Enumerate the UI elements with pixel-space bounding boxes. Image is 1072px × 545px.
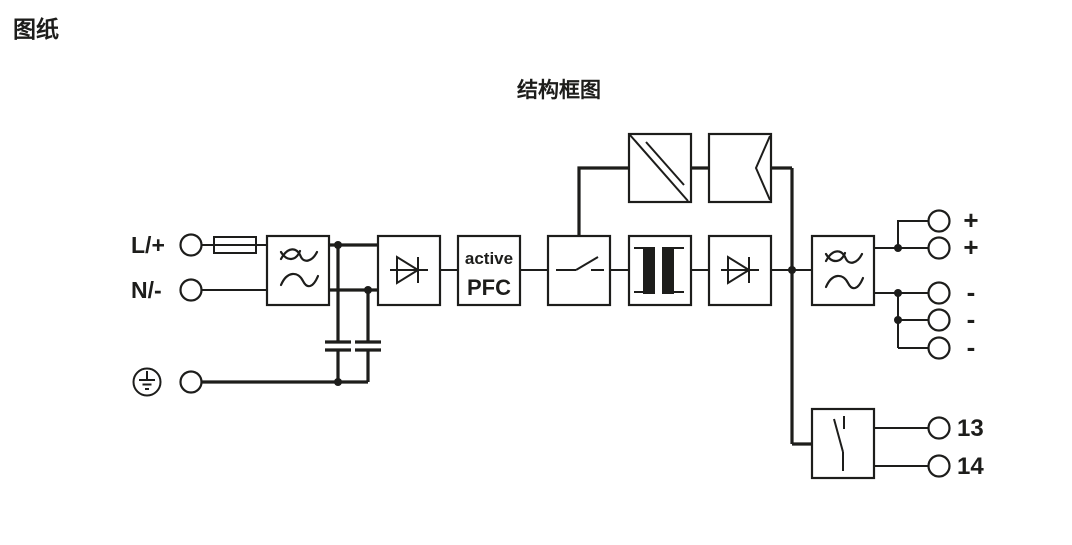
junction-dot: [894, 244, 902, 252]
transformer-core-icon: [662, 247, 674, 294]
output-terminals: [927, 209, 951, 478]
terminal-minus: [927, 336, 951, 360]
pfc-label-line2: PFC: [467, 275, 511, 300]
output-minus-label: -: [967, 332, 976, 362]
junction-dot: [788, 266, 796, 274]
fuse: [213, 236, 257, 254]
input-emi-filter-block: [265, 234, 331, 307]
switch-blade: [575, 256, 599, 271]
signal-relay-block: [810, 407, 876, 480]
relay-contact-13-label: 13: [957, 415, 984, 442]
secondary-rectifier-block: [707, 234, 773, 307]
output-plus-label: +: [963, 205, 978, 235]
wire: [897, 220, 928, 248]
sine-icon: [824, 274, 865, 290]
terminal-relay-14: [927, 454, 951, 478]
earth-circle: [132, 367, 162, 397]
emi-filter-sine-icon: [279, 249, 302, 261]
junction-dot: [894, 316, 902, 324]
relay-contact-14-label: 14: [957, 453, 984, 480]
output-filter-block: [810, 234, 876, 307]
sine-icon: [279, 272, 320, 288]
line-input-label: L/+: [131, 232, 165, 258]
bridge-rectifier-block: [376, 234, 442, 307]
protective-earth-icon: [132, 367, 162, 397]
wire: [577, 166, 629, 236]
chevron-feedback-icon: [754, 135, 771, 201]
capacitor-1: [325, 340, 351, 352]
terminal-minus: [927, 308, 951, 332]
output-minus-label: -: [967, 304, 976, 334]
page-heading: 图纸: [13, 16, 59, 42]
transformer-core-icon: [643, 247, 655, 294]
diode-triangle: [396, 255, 420, 285]
relay-blade: [833, 418, 844, 453]
junction-dot: [894, 289, 902, 297]
neutral-input-label: N/-: [131, 277, 162, 303]
terminal-minus: [927, 281, 951, 305]
diagonal-converter-icon: [645, 141, 685, 186]
diagram-title: 结构框图: [517, 78, 601, 102]
feedback-regulator-block: [707, 132, 773, 204]
output-plus-label: +: [963, 232, 978, 262]
output-minus-label: -: [967, 277, 976, 307]
terminal-line-input: [179, 233, 203, 257]
emi-filter-sine-icon: [824, 250, 864, 264]
terminal-plus: [927, 209, 951, 233]
terminal-relay-13: [927, 416, 951, 440]
capacitor-2: [355, 340, 381, 352]
junction-dot: [334, 378, 342, 386]
diagonal-converter-icon: [629, 134, 689, 202]
transformer-block: [627, 234, 693, 307]
block-outline: [707, 132, 773, 204]
block-outline: [627, 234, 693, 307]
block-outline: [265, 234, 331, 307]
terminal-plus: [927, 236, 951, 260]
terminal-earth: [179, 370, 203, 394]
terminal-neutral-input: [179, 278, 203, 302]
junction-dots: [334, 241, 902, 386]
emi-filter-sine-icon: [824, 251, 847, 263]
block-outline: [456, 234, 522, 307]
primary-switch-block: [546, 234, 612, 307]
diode-triangle: [727, 255, 751, 285]
emi-filter-sine-icon: [279, 248, 319, 262]
active-pfc-block: active PFC: [456, 234, 522, 307]
pfc-label-line1: active: [465, 249, 513, 268]
dc-dc-converter-block: [627, 132, 693, 204]
block-outline: [810, 234, 876, 307]
junction-dot: [334, 241, 342, 249]
fuse-icon: [213, 236, 257, 254]
junction-dot: [364, 286, 372, 294]
